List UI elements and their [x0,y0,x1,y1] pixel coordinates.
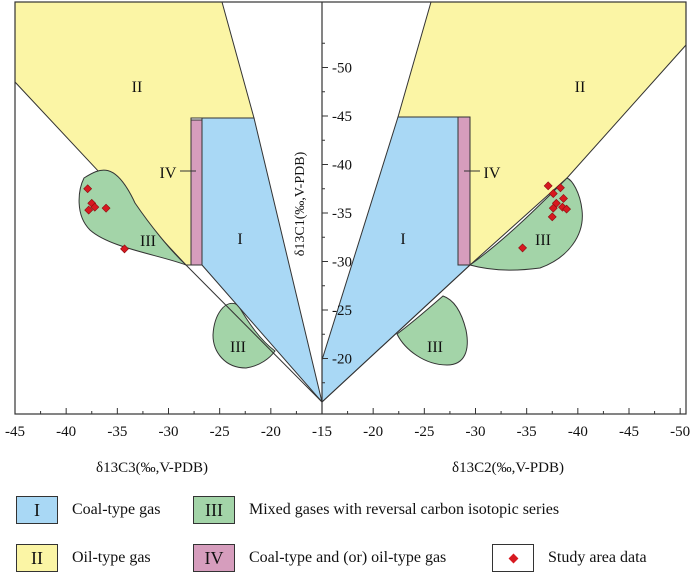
axes: -20 -25 -30 -35 -40 -45 -50 δ13C1(‰,V-PDB) -45 -4… [5,1,690,476]
y-tick-label: -40 [332,158,352,174]
data-point-c2 [548,189,558,199]
legend-swatch-oil-type: II [16,544,58,572]
region-label-iii-left: III [140,233,156,250]
legend-item-mixed: III Mixed gases with reversal carbon iso… [193,496,559,524]
x-tick-label-right: -40 [568,424,588,440]
x-tick-label-left: -45 [5,424,25,440]
data-point-c2 [548,203,558,213]
data-point-c2 [559,194,568,203]
legend-label-study-area: Study area data [548,549,647,566]
legend-item-oil-type: II Oil-type gas [16,544,151,572]
isotope-chart: -20 -25 -30 -35 -40 -45 -50 δ13C1(‰,V-PDB) -45 -4… [5,1,690,476]
region-mixed-left-lower [212,302,276,369]
region-coal-oil-right [457,116,471,266]
x-tick-label-right: -20 [363,424,383,440]
y-tick-label: -20 [332,352,352,368]
boundary-right [321,264,471,403]
data-point-c3 [120,244,129,254]
y-tick-label: -25 [332,303,352,319]
legend-marker-study-area [492,544,534,572]
region-label-iv-left: IV [160,165,177,182]
x-tick-label-right: -30 [466,424,486,440]
data-point-c2 [556,183,565,193]
study-area-points [83,181,572,254]
classification-regions [14,1,687,414]
region-coal-oil-left [190,119,203,266]
x-tick-label-left: -35 [107,424,127,440]
y-axis-label: δ13C1(‰,V-PDB) [293,151,308,256]
data-point-c2 [547,212,557,222]
legend-swatch-mixed: III [193,496,235,524]
legend-item-study-area: Study area data [492,544,647,572]
y-tick-label: -35 [332,206,352,222]
region-label-iii-right: III [535,232,551,249]
data-point-c2 [562,204,572,214]
region-label-i-right: I [400,231,405,248]
data-point-c3 [101,203,111,213]
data-point-c2 [518,243,527,253]
region-label-i-left: I [237,231,242,248]
legend-label-mixed: Mixed gases with reversal carbon isotopi… [249,501,560,518]
region-label-ii-right: II [575,79,586,96]
x-tick-label-left: -25 [210,424,230,440]
legend: I Coal-type gas III Mixed gases with rev… [0,488,699,579]
legend-item-coal-type: I Coal-type gas [16,496,160,524]
x-tick-label-left: -20 [261,424,281,440]
x-tick-label-right: -45 [619,424,639,440]
region-label-iii-right-lower: III [427,339,443,356]
boundary-left [185,264,323,403]
data-point-c3 [83,184,93,194]
legend-swatch-coal-oil: IV [193,544,235,572]
y-tick-label: -50 [332,61,352,77]
data-point-c3 [90,202,100,212]
region-mixed-right-lower [396,295,468,366]
region-label-iv-right: IV [484,165,501,182]
legend-swatch-coal-type: I [16,496,58,524]
x-tick-label-right: -25 [414,424,434,440]
x-tick-label-left: -15 [312,424,332,440]
region-label-iii-left-lower: III [230,339,246,356]
x-tick-label-right: -35 [517,424,537,440]
x-tick-label-right: -50 [670,424,690,440]
region-label-ii-left: II [132,79,143,96]
x-axis-label-right: δ13C2(‰,V-PDB) [452,460,564,476]
legend-label-oil-type: Oil-type gas [72,549,151,566]
y-tick-label: -45 [332,109,352,125]
data-point-c3 [84,205,94,215]
y-tick-label: -30 [332,255,352,271]
legend-item-coal-oil: IV Coal-type and (or) oil-type gas [193,544,446,572]
x-tick-label-left: -30 [159,424,179,440]
x-tick-label-left: -40 [56,424,76,440]
data-point-c2 [543,181,553,191]
legend-label-coal-oil: Coal-type and (or) oil-type gas [249,549,447,566]
x-axis-label-left: δ13C3(‰,V-PDB) [96,460,208,476]
plot-frame [14,1,687,415]
legend-label-coal-type: Coal-type gas [72,501,161,518]
